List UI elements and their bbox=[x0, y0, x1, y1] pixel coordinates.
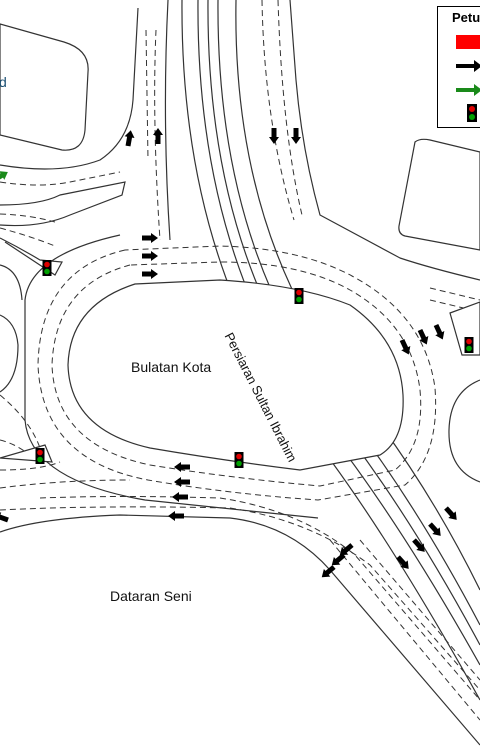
legend-title: Petu bbox=[452, 10, 480, 25]
area-label: Dataran Seni bbox=[110, 588, 192, 604]
roundabout-island bbox=[67, 279, 404, 471]
building-right-lower bbox=[448, 379, 480, 483]
building-left-mid bbox=[0, 314, 19, 393]
legend-black-arrow-icon bbox=[456, 60, 480, 72]
road-edge bbox=[164, 0, 171, 241]
lane-dash bbox=[145, 29, 149, 161]
lane-dash bbox=[0, 506, 480, 691]
lane-dash bbox=[277, 0, 303, 216]
building-top-left bbox=[0, 23, 89, 151]
legend: Petu bbox=[437, 6, 480, 128]
lane-dash bbox=[429, 287, 480, 301]
legend-green-arrow-icon bbox=[456, 84, 480, 96]
lane-dash bbox=[39, 496, 480, 701]
lane-dash bbox=[0, 213, 56, 223]
ring-outer-edge bbox=[0, 264, 23, 301]
lane-dash bbox=[0, 394, 41, 449]
lane-dash bbox=[0, 227, 56, 247]
legend-red-bar bbox=[456, 35, 480, 49]
lane-dash bbox=[154, 29, 161, 241]
road-edge bbox=[0, 7, 139, 170]
lane-dash bbox=[0, 479, 131, 489]
lane-dash bbox=[0, 461, 61, 471]
road-edge bbox=[0, 237, 63, 276]
lane-dash bbox=[261, 0, 295, 221]
ring-lane bbox=[37, 245, 437, 501]
ring-lane bbox=[51, 261, 422, 487]
lane-dash bbox=[329, 539, 480, 721]
lane-dash bbox=[0, 439, 36, 461]
building-right bbox=[398, 138, 480, 251]
left-label-fragment: d bbox=[0, 74, 7, 90]
lane-dash bbox=[359, 539, 480, 681]
lane-dash bbox=[0, 171, 121, 186]
road-edge bbox=[289, 0, 480, 281]
road-edge bbox=[0, 514, 480, 746]
legend-traffic-light-icon bbox=[467, 104, 477, 122]
roundabout-label: Bulatan Kota bbox=[131, 359, 212, 375]
road-edge bbox=[0, 181, 126, 227]
